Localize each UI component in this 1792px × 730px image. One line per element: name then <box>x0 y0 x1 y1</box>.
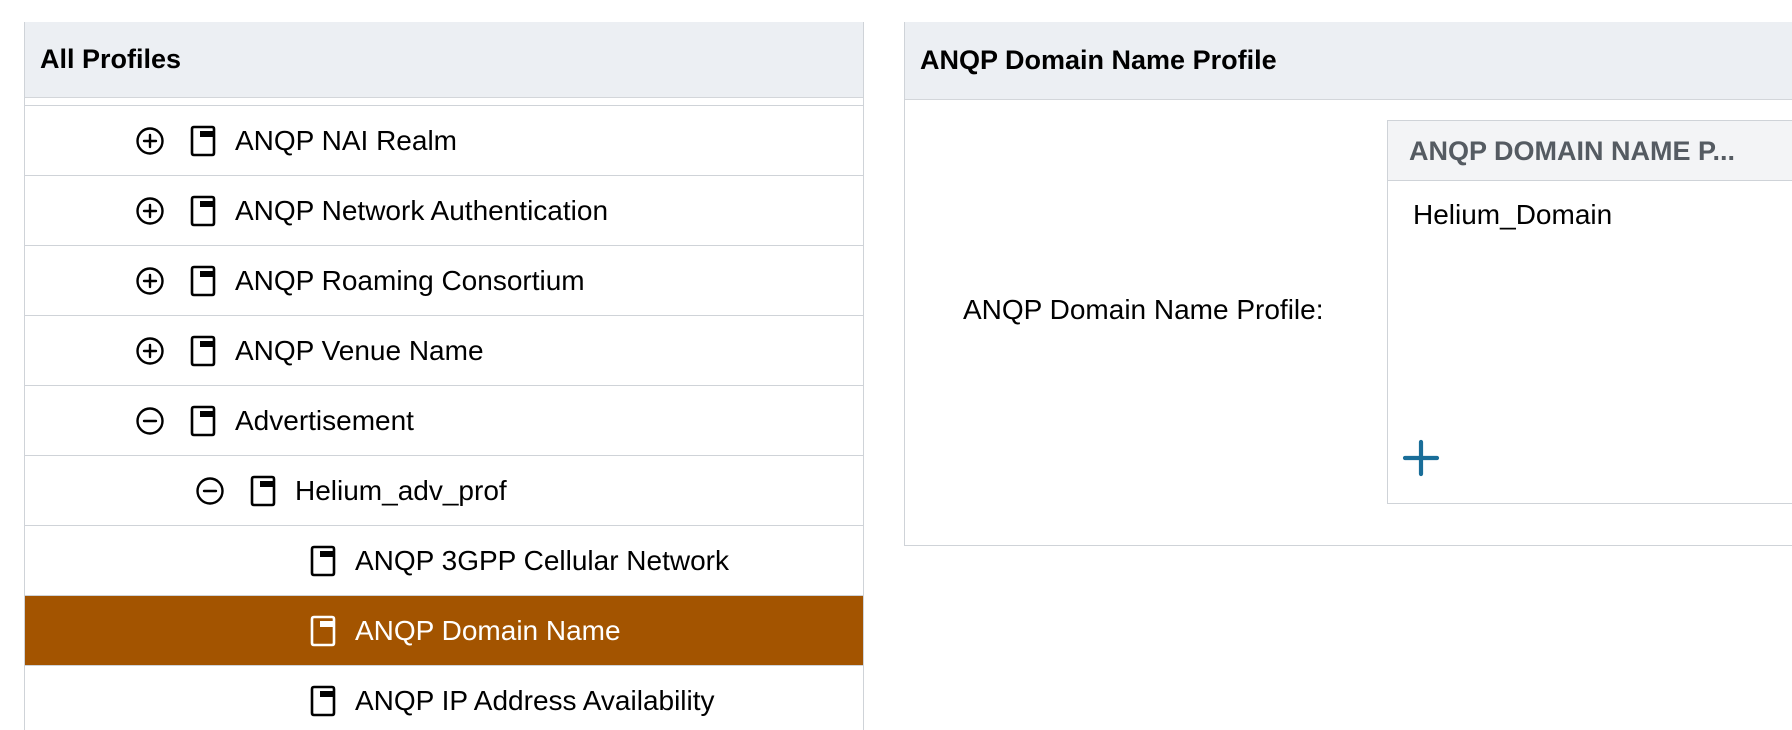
profile-panel-header: ANQP Domain Name Profile <box>905 22 1792 100</box>
plus-circle-icon[interactable] <box>135 336 165 366</box>
tree-row-label: ANQP IP Address Availability <box>355 685 715 716</box>
tree-row-label: Advertisement <box>235 405 414 436</box>
profile-document-icon <box>190 265 216 297</box>
profile-document-icon <box>190 195 216 227</box>
tree-row-label: ANQP Domain Name <box>355 615 621 646</box>
tree-row-label: ANQP Venue Name <box>235 335 484 366</box>
plus-circle-icon[interactable] <box>135 196 165 226</box>
tree-row-label: ANQP NAI Realm <box>235 125 457 156</box>
anqp-domain-name-profile-panel: ANQP Domain Name Profile ANQP Domain Nam… <box>904 22 1792 546</box>
profile-document-icon <box>310 545 336 577</box>
tree-row-clipped <box>25 99 863 106</box>
profile-document-icon <box>190 125 216 157</box>
domain-name-profile-field-label: ANQP Domain Name Profile: <box>963 294 1324 325</box>
profile-panel-title: ANQP Domain Name Profile <box>920 45 1277 75</box>
tree-row-anqp-ip-address-availability[interactable]: ANQP IP Address Availability <box>25 666 863 730</box>
tree-row-anqp-nai-realm[interactable]: ANQP NAI Realm <box>25 106 863 176</box>
tree-row-label: ANQP Roaming Consortium <box>235 265 585 296</box>
profiles-tree: ANQP NAI Realm ANQP Network Authenticati… <box>25 99 863 730</box>
list-item[interactable]: Helium_Domain <box>1413 199 1613 230</box>
tree-row-advertisement[interactable]: Advertisement <box>25 386 863 456</box>
tree-row-anqp-domain-name[interactable]: ANQP Domain Name <box>25 596 863 666</box>
plus-circle-icon[interactable] <box>135 126 165 156</box>
minus-circle-icon[interactable] <box>195 476 225 506</box>
plus-icon[interactable] <box>1402 439 1440 477</box>
tree-row-label: ANQP Network Authentication <box>235 195 609 226</box>
tree-row-anqp-venue-name[interactable]: ANQP Venue Name <box>25 316 863 386</box>
domain-name-profile-list: ANQP DOMAIN NAME P... Helium_Domain <box>1387 120 1792 504</box>
tree-row-anqp-3gpp-cellular-network[interactable]: ANQP 3GPP Cellular Network <box>25 526 863 596</box>
all-profiles-panel: All Profiles ANQP NAI Realm <box>24 22 864 730</box>
profile-document-icon <box>250 475 276 507</box>
tree-row-label: Helium_adv_prof <box>295 475 507 506</box>
tree-row-anqp-roaming-consortium[interactable]: ANQP Roaming Consortium <box>25 246 863 316</box>
tree-row-label: ANQP 3GPP Cellular Network <box>355 545 729 576</box>
tree-row-helium-adv-prof[interactable]: Helium_adv_prof <box>25 456 863 526</box>
all-profiles-header: All Profiles <box>25 22 863 98</box>
all-profiles-title: All Profiles <box>40 44 182 74</box>
tree-row-anqp-network-authentication[interactable]: ANQP Network Authentication <box>25 176 863 246</box>
profile-document-icon <box>310 615 336 647</box>
profile-document-icon <box>190 335 216 367</box>
plus-circle-icon[interactable] <box>135 266 165 296</box>
list-column-header[interactable]: ANQP DOMAIN NAME P... <box>1388 121 1792 181</box>
minus-circle-icon[interactable] <box>135 406 165 436</box>
profile-document-icon <box>310 685 336 717</box>
profile-document-icon <box>190 405 216 437</box>
